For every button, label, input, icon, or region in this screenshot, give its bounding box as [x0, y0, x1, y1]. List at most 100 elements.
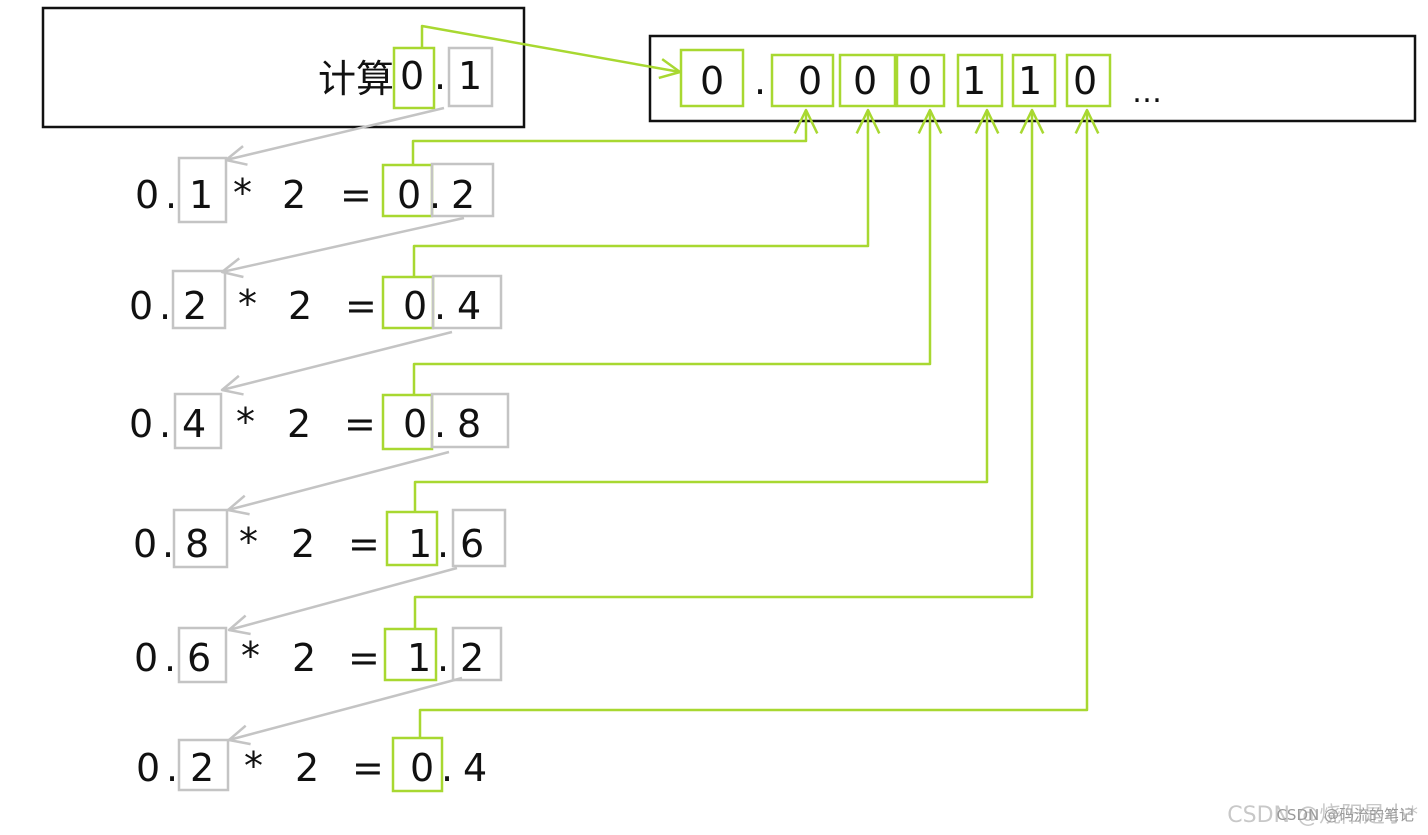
- step-operand-box: [177, 156, 228, 224]
- step-a-frac: 8: [185, 522, 210, 566]
- step-factor: 2: [295, 746, 320, 790]
- step-a-dot: .: [165, 173, 178, 217]
- step-factor: 2: [291, 522, 316, 566]
- bit-connector-line: [412, 110, 870, 277]
- step-factor: 2: [287, 402, 312, 446]
- step-a-frac: 6: [187, 636, 212, 680]
- step-a-int: 0: [136, 746, 161, 790]
- step-a-int: 0: [135, 173, 160, 217]
- step-a-dot: .: [166, 746, 179, 790]
- step-a-frac: 2: [190, 746, 215, 790]
- step-r-dot: .: [434, 284, 447, 328]
- result-digit-box: [895, 53, 946, 108]
- step-r-frac: 6: [460, 522, 485, 566]
- step-r-frac: 4: [463, 746, 488, 790]
- step-a-int: 0: [129, 402, 154, 446]
- result-bit-5: 1: [1018, 59, 1043, 103]
- result-ellipsis: …: [1132, 75, 1162, 110]
- step-r-dot: .: [437, 522, 450, 566]
- step-result-int-box: [391, 736, 444, 793]
- title-frac-digit: 1: [458, 54, 483, 98]
- bit-connector-line: [413, 110, 1034, 629]
- carry-arrow-head: [227, 614, 251, 636]
- carry-arrow-head: [226, 494, 250, 516]
- step-result-frac-box: [430, 392, 510, 449]
- step-r-int: 0: [403, 402, 428, 446]
- bit-connector-head: [793, 108, 819, 134]
- step-eq: =: [348, 636, 380, 680]
- bit-connector-head: [917, 108, 943, 134]
- result-bit-3: 0: [908, 59, 933, 103]
- step-operand-box: [171, 269, 227, 330]
- step-times: *: [238, 282, 257, 326]
- title-to-result-head: [658, 58, 682, 80]
- step-r-frac: 8: [457, 402, 482, 446]
- step-result-int-box: [385, 510, 439, 567]
- step-a-frac: 1: [189, 173, 214, 217]
- result-dot: .: [754, 59, 767, 103]
- step-a-dot: .: [162, 522, 175, 566]
- step-r-int: 0: [397, 173, 422, 217]
- title-int-box: [392, 46, 436, 110]
- step-a-int: 0: [129, 284, 154, 328]
- title-to-result-line: [420, 24, 681, 74]
- carry-arrow-line: [228, 566, 458, 632]
- step-a-int: 0: [133, 522, 158, 566]
- step-r-int: 0: [403, 284, 428, 328]
- result-digit-box: [838, 53, 897, 108]
- step-r-frac: 4: [457, 284, 482, 328]
- bit-connector-head: [855, 108, 881, 134]
- carry-arrow-head: [224, 145, 248, 166]
- step-r-int: 0: [410, 746, 435, 790]
- step-a-frac: 2: [183, 284, 208, 328]
- carry-arrow-line: [221, 216, 465, 274]
- step-eq: =: [348, 522, 380, 566]
- result-digit-box: [956, 53, 1004, 108]
- carry-arrow-head: [220, 374, 244, 396]
- result-digit-box: [770, 53, 835, 108]
- step-eq: =: [352, 746, 384, 790]
- bit-connector-line: [411, 110, 808, 165]
- step-a-dot: .: [164, 636, 177, 680]
- result-digit-box: [1065, 53, 1112, 108]
- step-operand-box: [177, 738, 230, 792]
- step-result-frac-box: [451, 508, 507, 568]
- bit-connector-line: [413, 110, 989, 512]
- step-a-frac: 4: [182, 402, 207, 446]
- bit-connector-head: [1074, 108, 1100, 134]
- result-bit-1: 0: [798, 59, 823, 103]
- step-a-dot: .: [159, 284, 172, 328]
- carry-arrow-line: [228, 676, 463, 742]
- step-factor: 2: [282, 173, 307, 217]
- step-times: *: [241, 634, 260, 678]
- step-times: *: [239, 520, 258, 564]
- step-eq: =: [340, 173, 372, 217]
- step-factor: 2: [288, 284, 313, 328]
- step-eq: =: [345, 284, 377, 328]
- carry-arrow-head: [220, 257, 244, 279]
- step-times: *: [233, 171, 252, 215]
- step-result-int-box: [383, 627, 438, 682]
- title-int-digit: 0: [400, 54, 425, 98]
- step-factor: 2: [292, 636, 317, 680]
- step-times: *: [244, 744, 263, 788]
- title-prefix: 计算: [318, 57, 395, 101]
- bit-connector-line: [412, 110, 932, 395]
- bit-connector-line: [418, 110, 1089, 738]
- step-eq: =: [344, 402, 376, 446]
- result-bit-2: 0: [853, 59, 878, 103]
- result-bit-6: 0: [1073, 59, 1098, 103]
- step-operand-box: [173, 392, 223, 450]
- step-r-int: 1: [408, 522, 433, 566]
- step-r-frac: 2: [460, 636, 485, 680]
- bit-connector-head: [1019, 108, 1045, 134]
- step-r-dot: .: [437, 636, 450, 680]
- carry-arrow-line: [227, 450, 450, 512]
- carry-arrow-line: [225, 106, 445, 162]
- step-r-int: 1: [407, 636, 432, 680]
- title-frac-box: [447, 46, 494, 108]
- step-r-dot: .: [429, 173, 442, 217]
- step-operand-box: [172, 508, 229, 569]
